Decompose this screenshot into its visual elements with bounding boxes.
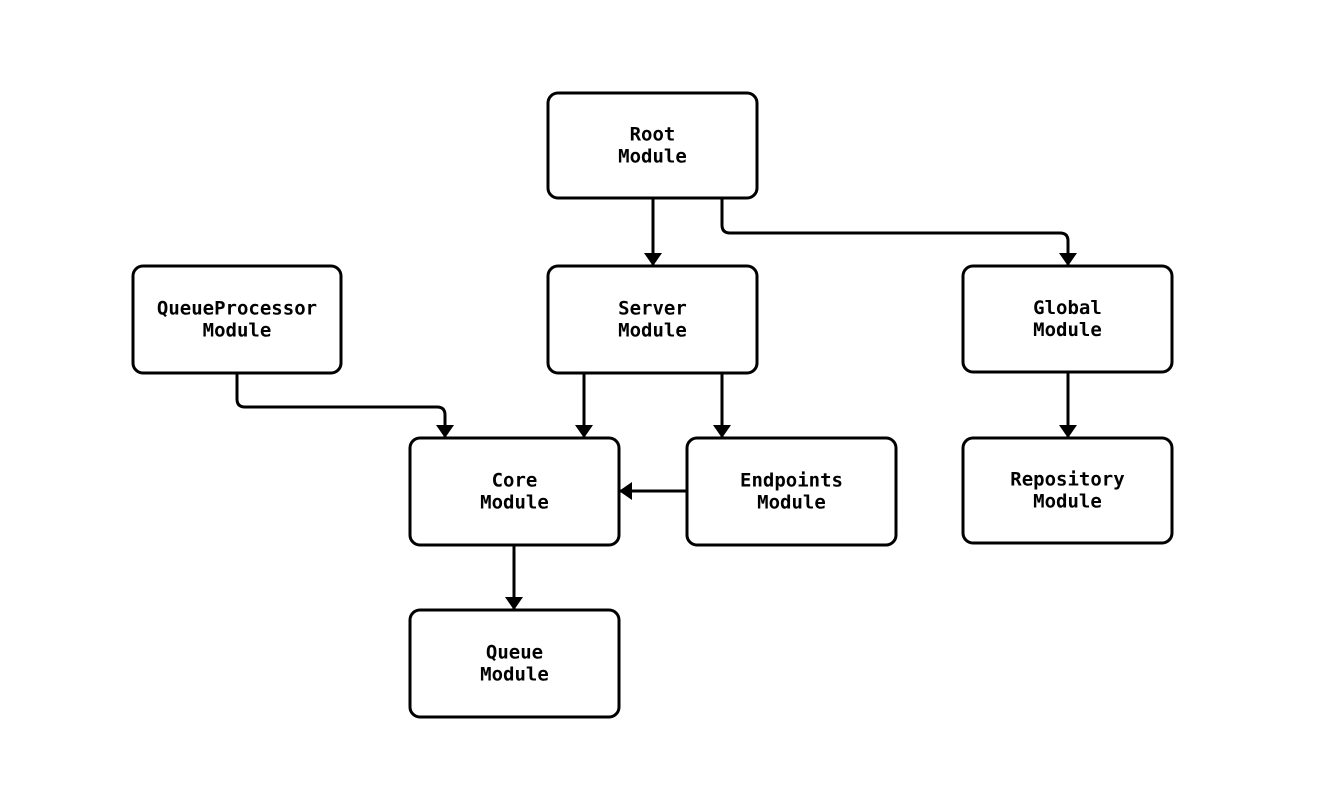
edge-queueprocessor-to-core xyxy=(235,373,454,438)
node-box xyxy=(961,264,1174,374)
node-box xyxy=(131,264,343,375)
node-box xyxy=(546,91,759,200)
node-box xyxy=(408,436,621,547)
node-box xyxy=(961,436,1174,545)
node-box xyxy=(408,608,621,719)
node-box xyxy=(546,264,759,375)
node-box xyxy=(685,436,898,547)
edge-layer xyxy=(235,198,1077,610)
edge-root-to-global xyxy=(720,198,1077,266)
